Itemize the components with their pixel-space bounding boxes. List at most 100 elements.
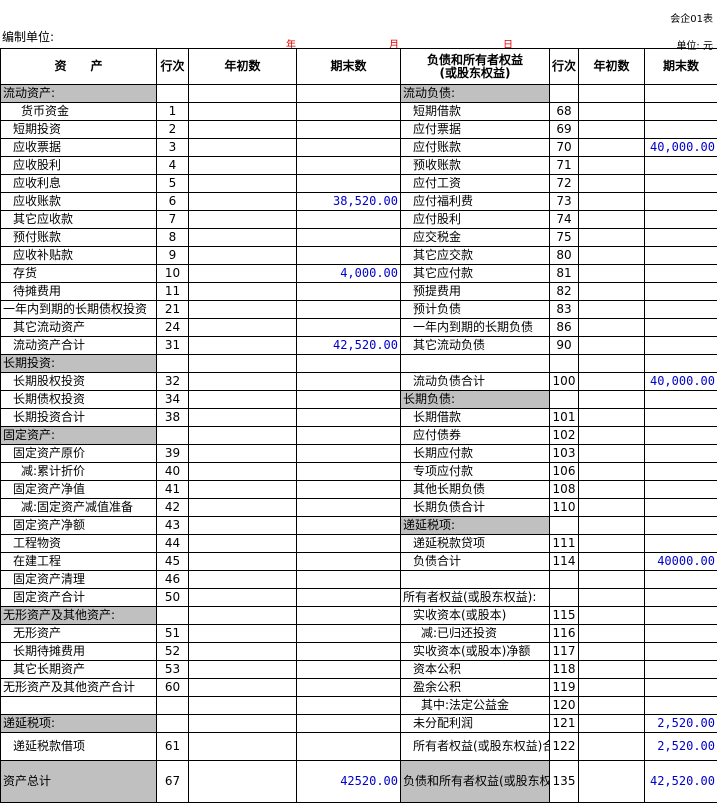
liability-label: 负债和所有者权益(或股东权益)总计 (401, 761, 550, 803)
liability-end-value (645, 445, 717, 463)
asset-begin-value (189, 193, 297, 211)
asset-line-no: 10 (157, 265, 189, 283)
asset-label: 短期投资 (1, 121, 157, 139)
liability-end-value (645, 481, 717, 499)
liability-end-value (645, 121, 717, 139)
asset-label: 无形资产 (1, 625, 157, 643)
liability-line-no: 72 (550, 175, 579, 193)
liability-label: 应付股利 (401, 211, 550, 229)
asset-label: 减:固定资产减值准备 (1, 499, 157, 517)
liability-end-value (645, 607, 717, 625)
asset-begin-value (189, 761, 297, 803)
asset-label: 其它长期资产 (1, 661, 157, 679)
asset-line-no: 21 (157, 301, 189, 319)
liability-label (401, 571, 550, 589)
asset-end-value (297, 571, 401, 589)
liability-end-value (645, 697, 717, 715)
asset-begin-value (189, 247, 297, 265)
asset-begin-value (189, 283, 297, 301)
asset-label: 货币资金 (1, 103, 157, 121)
liability-end-value (645, 463, 717, 481)
asset-end-value (297, 679, 401, 697)
asset-begin-value (189, 517, 297, 535)
asset-line-no: 31 (157, 337, 189, 355)
liability-end-value (645, 337, 717, 355)
liability-label: 长期负债: (401, 391, 550, 409)
asset-end-value (297, 733, 401, 761)
header-assets: 资 产 (1, 49, 157, 85)
header-end-balance: 期末数 (297, 49, 401, 85)
liability-begin-value (579, 121, 645, 139)
liability-line-no (550, 571, 579, 589)
asset-line-no: 8 (157, 229, 189, 247)
liability-begin-value (579, 463, 645, 481)
liability-begin-value (579, 715, 645, 733)
asset-end-value (297, 463, 401, 481)
liability-label: 预收账款 (401, 157, 550, 175)
asset-line-no: 38 (157, 409, 189, 427)
liability-begin-value (579, 283, 645, 301)
asset-end-value (297, 499, 401, 517)
asset-begin-value (189, 481, 297, 499)
liability-begin-value (579, 373, 645, 391)
asset-label: 待摊费用 (1, 283, 157, 301)
liability-label: 预计负债 (401, 301, 550, 319)
asset-end-value (297, 535, 401, 553)
liability-label: 预提费用 (401, 283, 550, 301)
asset-label: 其它应收款 (1, 211, 157, 229)
asset-line-no (157, 355, 189, 373)
liability-line-no (550, 355, 579, 373)
asset-end-value (297, 175, 401, 193)
asset-begin-value (189, 715, 297, 733)
asset-begin-value (189, 175, 297, 193)
liability-label: 所有者权益(或股东权益)合计 (401, 733, 550, 761)
liability-label: 流动负债合计 (401, 373, 550, 391)
liability-begin-value (579, 517, 645, 535)
liability-line-no: 102 (550, 427, 579, 445)
asset-end-value (297, 715, 401, 733)
liability-end-value (645, 661, 717, 679)
header-liabilities-equity: 负债和所有者权益 (或股东权益) (401, 49, 550, 85)
asset-end-value (297, 157, 401, 175)
asset-begin-value (189, 391, 297, 409)
asset-end-value (297, 355, 401, 373)
liability-line-no: 75 (550, 229, 579, 247)
asset-line-no: 40 (157, 463, 189, 481)
liability-begin-value (579, 589, 645, 607)
liability-begin-value (579, 139, 645, 157)
liability-line-no: 90 (550, 337, 579, 355)
asset-label: 长期投资: (1, 355, 157, 373)
asset-label: 流动资产合计 (1, 337, 157, 355)
liability-label: 其它应交款 (401, 247, 550, 265)
asset-label: 工程物资 (1, 535, 157, 553)
liability-label: 长期负债合计 (401, 499, 550, 517)
asset-end-value (297, 319, 401, 337)
liability-line-no (550, 517, 579, 535)
asset-label: 无形资产及其他资产合计 (1, 679, 157, 697)
table-row: 流动资产:流动负债: (1, 85, 717, 103)
liability-end-value: 40,000.00 (645, 373, 717, 391)
asset-begin-value (189, 409, 297, 427)
liability-begin-value (579, 319, 645, 337)
asset-end-value (297, 625, 401, 643)
liability-line-no: 70 (550, 139, 579, 157)
liability-end-value (645, 535, 717, 553)
liability-line-no: 122 (550, 733, 579, 761)
liability-begin-value (579, 571, 645, 589)
liability-label: 其中:法定公益金 (401, 697, 550, 715)
liability-line-no: 81 (550, 265, 579, 283)
asset-line-no: 42 (157, 499, 189, 517)
liability-line-no: 68 (550, 103, 579, 121)
asset-label: 应收补贴款 (1, 247, 157, 265)
liability-line-no: 116 (550, 625, 579, 643)
asset-line-no (157, 715, 189, 733)
